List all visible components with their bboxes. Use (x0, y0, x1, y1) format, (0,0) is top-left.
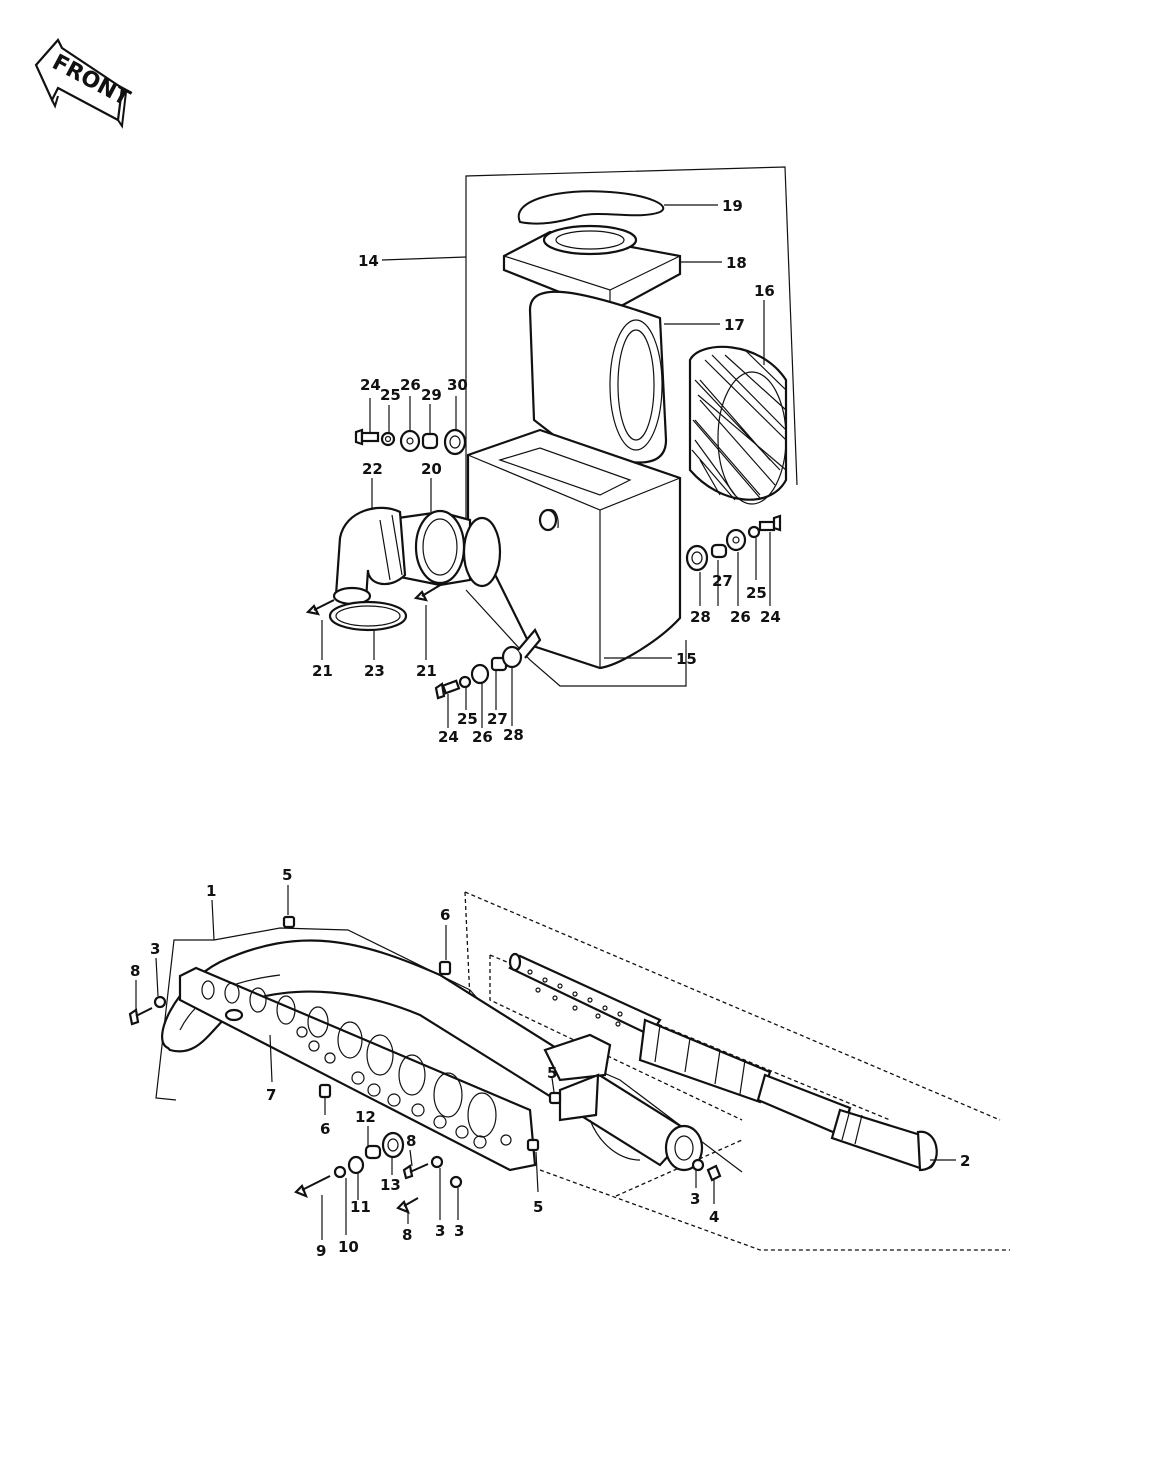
air-cleaner-housing (466, 428, 682, 670)
heat-guard (178, 966, 537, 1172)
label-26a: 26 (400, 376, 421, 394)
label-1: 1 (206, 882, 216, 900)
label-25b: 25 (746, 584, 767, 602)
label-18: 18 (726, 254, 747, 272)
muffler-hardware (128, 915, 722, 1214)
part-number-labels: 14 19 18 17 16 24 25 26 29 30 22 20 21 2… (130, 197, 970, 1260)
label-24a: 24 (360, 376, 381, 394)
label-15: 15 (676, 650, 697, 668)
label-3a: 3 (150, 940, 160, 958)
label-23: 23 (364, 662, 385, 680)
label-5a: 5 (282, 866, 292, 884)
label-16: 16 (754, 282, 775, 300)
label-9: 9 (316, 1242, 326, 1260)
clip-6-top (438, 960, 452, 976)
label-30: 30 (447, 376, 468, 394)
nut-5-mid (548, 1091, 562, 1105)
label-6a: 6 (440, 906, 450, 924)
label-12: 12 (355, 1108, 376, 1126)
label-2: 2 (960, 1152, 970, 1170)
clip-6-bottom (318, 1083, 332, 1099)
label-17: 17 (724, 316, 745, 334)
label-29: 29 (421, 386, 442, 404)
air-filter-element (688, 345, 788, 505)
air-cleaner-assembly (305, 166, 798, 728)
intake-elbow (332, 506, 407, 606)
label-22: 22 (362, 460, 383, 478)
leader-lines-bottom (135, 885, 956, 1240)
label-4: 4 (709, 1208, 719, 1226)
left-mount-hardware (354, 428, 467, 456)
label-6b: 6 (320, 1120, 330, 1138)
label-5c: 5 (533, 1198, 543, 1216)
muffler-end-cap (916, 1130, 938, 1172)
muffler-pipe (161, 939, 704, 1172)
clamp-screws (305, 583, 443, 616)
right-mount-hardware (685, 514, 782, 572)
label-5b: 5 (547, 1064, 557, 1082)
nut-5-low (526, 1138, 540, 1152)
label-10: 10 (338, 1238, 359, 1256)
label-11: 11 (350, 1198, 371, 1216)
label-25c: 25 (457, 710, 478, 728)
element-holder (528, 290, 668, 464)
air-cleaner-cap (502, 224, 682, 314)
label-25a: 25 (380, 386, 401, 404)
label-27a: 27 (712, 572, 733, 590)
label-24c: 24 (438, 728, 459, 746)
label-3b: 3 (435, 1222, 445, 1240)
label-19: 19 (722, 197, 743, 215)
label-8c: 8 (402, 1226, 412, 1244)
label-13: 13 (380, 1176, 401, 1194)
label-26b: 26 (730, 608, 751, 626)
label-8a: 8 (130, 962, 140, 980)
label-28b: 28 (503, 726, 524, 744)
leader-lines-top (321, 204, 771, 728)
gasket (517, 190, 665, 225)
label-27b: 27 (487, 710, 508, 728)
front-arrow-badge: FRONT (34, 38, 134, 129)
bottom-mount-hardware (434, 628, 542, 700)
label-21a: 21 (312, 662, 333, 680)
label-28a: 28 (690, 608, 711, 626)
label-8b: 8 (406, 1132, 416, 1150)
hose-clamp (328, 600, 408, 632)
label-24b: 24 (760, 608, 781, 626)
muffler-assembly (128, 885, 1010, 1251)
label-3c: 3 (454, 1222, 464, 1240)
label-3d: 3 (690, 1190, 700, 1208)
nut-5-top (282, 915, 296, 929)
label-20: 20 (421, 460, 442, 478)
label-7: 7 (266, 1086, 276, 1104)
label-26c: 26 (472, 728, 493, 746)
label-21b: 21 (416, 662, 437, 680)
label-14: 14 (358, 252, 379, 270)
